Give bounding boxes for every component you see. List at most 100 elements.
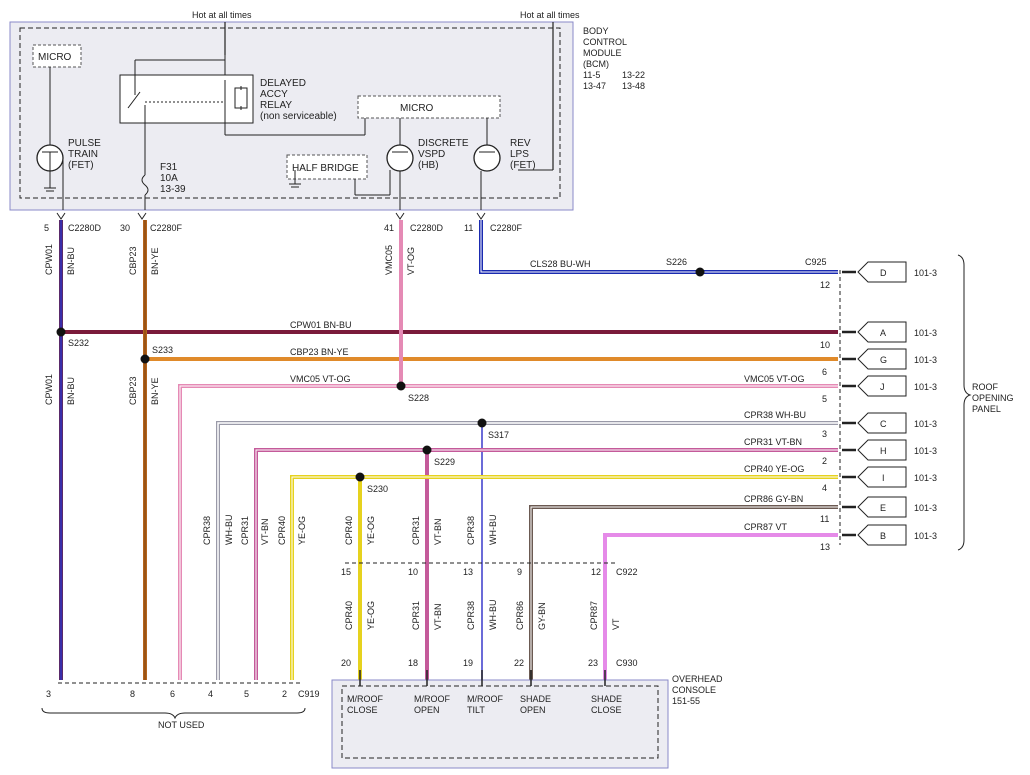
half-bridge-label: HALF BRIDGE: [292, 163, 359, 174]
svg-text:S233: S233: [152, 345, 173, 355]
roof-connector-tags: D 101-3 A 101-3 G 101-3 J 101-3 C 101-3: [842, 261, 937, 546]
bcm-dashed-box: [19, 27, 561, 199]
svg-text:3: 3: [822, 429, 827, 439]
svg-text:19: 19: [463, 658, 473, 668]
roof-tag-I: I 101-3: [842, 466, 937, 488]
svg-text:VT-BN: VT-BN: [433, 518, 443, 545]
svg-text:CPR31: CPR31: [411, 516, 421, 545]
svg-text:41: 41: [384, 223, 394, 233]
svg-text:CBP23: CBP23: [128, 376, 138, 405]
micro-left-label: MICRO: [38, 52, 72, 63]
svg-text:C: C: [880, 419, 887, 429]
svg-text:101-3: 101-3: [914, 419, 937, 429]
svg-text:CPR31: CPR31: [240, 516, 250, 545]
c922-pins: 15 10 13 9 12 C922: [341, 567, 638, 577]
svg-text:11: 11: [820, 514, 829, 524]
svg-text:VT-BN: VT-BN: [260, 518, 270, 545]
svg-text:S317: S317: [488, 430, 509, 440]
svg-text:YE-OG: YE-OG: [366, 516, 376, 545]
svg-text:10: 10: [408, 567, 418, 577]
wire-cbp23: [143, 220, 838, 680]
wire-cpr86: [529, 505, 838, 680]
svg-text:5: 5: [822, 394, 827, 404]
svg-text:CPR38: CPR38: [466, 601, 476, 630]
svg-text:CPR38 WH-BU: CPR38 WH-BU: [744, 410, 806, 420]
micro-left-box: [32, 44, 82, 68]
svg-text:C2280D: C2280D: [410, 223, 444, 233]
roof-tag-B: B 101-3: [842, 524, 937, 546]
svg-text:CPR31 VT-BN: CPR31 VT-BN: [744, 437, 802, 447]
svg-text:CPW01 BN-BU: CPW01 BN-BU: [290, 320, 352, 330]
svg-text:2: 2: [822, 456, 827, 466]
svg-text:WH-BU: WH-BU: [488, 600, 498, 631]
wire-cpr38: [216, 421, 838, 680]
not-used-brace: [41, 707, 306, 720]
svg-text:101-3: 101-3: [914, 355, 937, 365]
roof-panel-brace: [957, 254, 972, 551]
svg-text:11: 11: [464, 223, 473, 233]
svg-text:C2280F: C2280F: [490, 223, 523, 233]
svg-text:8: 8: [130, 689, 135, 699]
svg-text:18: 18: [408, 658, 418, 668]
svg-text:CPR40: CPR40: [344, 516, 354, 545]
svg-text:4: 4: [208, 689, 213, 699]
svg-text:CLS28 BU-WH: CLS28 BU-WH: [530, 259, 591, 269]
svg-text:12: 12: [820, 280, 830, 290]
svg-text:S228: S228: [408, 393, 429, 403]
svg-text:2: 2: [282, 689, 287, 699]
svg-text:YE-OG: YE-OG: [366, 601, 376, 630]
relay-coil: [234, 87, 248, 109]
svg-text:VMC05: VMC05: [384, 245, 394, 275]
svg-text:C922: C922: [616, 567, 638, 577]
svg-text:CPR38: CPR38: [466, 516, 476, 545]
svg-text:101-3: 101-3: [914, 473, 937, 483]
svg-text:20: 20: [341, 658, 351, 668]
svg-text:CBP23: CBP23: [128, 246, 138, 275]
svg-text:C930: C930: [616, 658, 638, 668]
svg-text:CPR38: CPR38: [202, 516, 212, 545]
micro-right-box: [357, 95, 501, 119]
svg-text:YE-OG: YE-OG: [297, 516, 307, 545]
overhead-console-box: [331, 679, 669, 769]
pin-arrows-top: [56, 212, 486, 220]
hot-label-right: Hot at all times: [520, 10, 580, 20]
c919-pins: 3 8 6 4 5 2 C919: [46, 689, 320, 699]
svg-text:CPW01: CPW01: [44, 244, 54, 275]
svg-text:6: 6: [170, 689, 175, 699]
svg-text:5: 5: [44, 223, 49, 233]
splice-dots: [56, 267, 705, 482]
roof-tag-A: A 101-3: [842, 321, 937, 343]
top-connector-pins: 5 C2280D 30 C2280F 41 C2280D 11 C2280F: [44, 223, 523, 233]
roof-tag-C: C 101-3: [842, 412, 937, 434]
svg-text:101-3: 101-3: [914, 446, 937, 456]
svg-text:10: 10: [820, 340, 830, 350]
micro-right-label: MICRO: [400, 103, 434, 114]
svg-text:D: D: [880, 268, 887, 278]
svg-text:S232: S232: [68, 338, 89, 348]
roof-tag-E: E 101-3: [842, 496, 937, 518]
svg-text:BN-BU: BN-BU: [66, 377, 76, 405]
c925-label: C925: [805, 257, 827, 267]
svg-text:101-3: 101-3: [914, 268, 937, 278]
not-used-label: NOT USED: [158, 720, 205, 730]
svg-text:CPR40: CPR40: [277, 516, 287, 545]
svg-text:101-3: 101-3: [914, 328, 937, 338]
splice-labels: S226 S232 S233 S228 S317 S229 S230: [68, 257, 687, 494]
svg-text:CPR87 VT: CPR87 VT: [744, 522, 788, 532]
svg-text:CPR86: CPR86: [515, 601, 525, 630]
svg-text:E: E: [880, 503, 886, 513]
svg-text:WH-BU: WH-BU: [224, 515, 234, 546]
wire-cpr31: [254, 448, 838, 680]
svg-text:101-3: 101-3: [914, 531, 937, 541]
svg-text:4: 4: [822, 483, 827, 493]
svg-text:30: 30: [120, 223, 130, 233]
